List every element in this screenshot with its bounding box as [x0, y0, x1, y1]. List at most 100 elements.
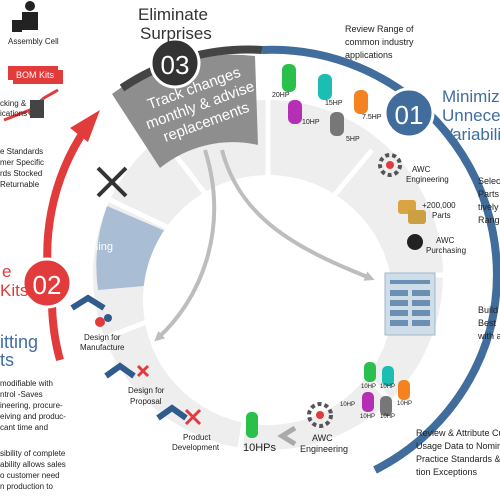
left-lower-10: n production to — [0, 482, 53, 491]
grey-arrow-left — [154, 149, 217, 342]
hp-bottom-6: 10HP — [380, 414, 396, 420]
dfp-label-2: Proposal — [130, 397, 162, 406]
pd-label-1: Product — [183, 433, 211, 442]
review-range-2: common industry — [345, 37, 414, 47]
stage3-badge — [149, 37, 201, 89]
dfp-label-1: Design for — [128, 386, 165, 395]
bottom-awc-2: Engineering — [300, 444, 349, 454]
stage3-number: 03 — [161, 50, 190, 80]
document-cells — [390, 280, 430, 326]
grey-arrow-right — [220, 149, 375, 281]
hp-label-7-5: 7.5HP — [362, 114, 382, 121]
ring-blue-arc-lower — [373, 328, 494, 474]
select-4: Range — [478, 215, 500, 225]
left-lower-2: ntrol -Saves — [0, 390, 43, 399]
awc-engineering-1: AWC — [412, 165, 431, 174]
hp-bottom-3: 10HP — [397, 401, 413, 407]
design-manufacture-icon — [95, 314, 112, 327]
stage2-badge — [21, 257, 73, 309]
build-2: Best — [478, 318, 497, 328]
hp-rollers-bottom — [246, 362, 410, 438]
hp-bottom-2: 10HP — [380, 384, 396, 390]
bottom-review-1: Review & Attribute Cu — [416, 428, 500, 438]
chevron-left-icon — [277, 425, 297, 447]
product-development-icon — [184, 408, 202, 426]
chevron-blue-1 — [70, 294, 106, 311]
stage3-title-1: Eliminate — [138, 5, 208, 24]
stage1-number: 01 — [395, 100, 424, 130]
left-upper-4: Returnable — [0, 180, 40, 189]
chevron-blue-2 — [104, 362, 136, 379]
ring-center-hole — [143, 175, 393, 425]
awc-purchasing-2: Purchasing — [426, 246, 467, 255]
build-3: with a — [478, 331, 500, 341]
review-range-3: applications — [345, 50, 393, 60]
stage2-label-2: Kits — [0, 281, 29, 300]
left-upper-3: rds Stocked — [0, 169, 43, 178]
money-bag-icon — [407, 234, 423, 250]
dfm-label-2: Manufacture — [80, 343, 125, 352]
select-2: Parts — [478, 189, 500, 199]
hp-bottom-4: 10HP — [340, 402, 356, 408]
left-lower-7: sibility of complete — [0, 449, 66, 458]
stage3-title-2: Surprises — [140, 24, 212, 43]
picking-1: cking & — [0, 99, 27, 108]
design-proposal-icon — [136, 364, 150, 378]
bottom-review-4: tion Exceptions — [416, 467, 478, 477]
picking-2: ications — [0, 109, 28, 118]
left-lower-3: ineering, procure- — [0, 401, 63, 410]
bom-kits-label: BOM Kits — [16, 70, 55, 80]
ring-blue-arc — [261, 45, 500, 331]
hp-bottom-5: 10HP — [360, 414, 376, 420]
stage1-heading-3: Variabili — [442, 125, 500, 144]
ring-red-arc-lower — [47, 299, 64, 362]
stage2-label-1: e — [2, 262, 12, 281]
select-3: tively — [478, 202, 499, 212]
left-lower-9: o customer need — [0, 471, 60, 480]
bottom-gear-icon — [307, 402, 333, 428]
stage2-heading-2: ts — [0, 350, 15, 370]
stage1-badge — [383, 87, 435, 139]
left-lower-5: cant time and — [0, 423, 49, 432]
stage2-heading-1: itting — [0, 332, 39, 352]
worker-icon — [12, 1, 38, 32]
stage3-grey-band — [112, 54, 258, 168]
bom-kits-tag — [13, 70, 63, 84]
red-arrow-head — [70, 110, 100, 142]
bottom-review-2: Usage Data to Nomin — [416, 441, 500, 451]
hp-rollers-top — [282, 64, 368, 136]
stage1-heading-2: Unneces — [442, 106, 500, 125]
left-lower-4: eiving and produc- — [0, 412, 66, 421]
parts-count-2: Parts — [432, 211, 451, 220]
left-lower-8: ability allows sales — [0, 460, 66, 469]
awc-purchasing-1: AWC — [436, 236, 455, 245]
purchasing-money-icon — [84, 218, 94, 230]
building-icon — [30, 100, 44, 118]
select-1: Selec — [478, 176, 500, 186]
assembly-cell-label: Assembly Cell — [8, 37, 59, 46]
chevron-blue-3 — [156, 404, 188, 421]
left-upper-2: mer Specific — [0, 158, 45, 167]
bottom-review-3: Practice Standards & — [416, 454, 500, 464]
bottom-awc-1: AWC — [312, 433, 333, 443]
pd-label-2: Development — [172, 443, 220, 452]
review-range-1: Review Range of — [345, 24, 414, 34]
left-lower-1: modifiable with — [0, 379, 53, 388]
gear-icon — [378, 153, 402, 177]
build-1: Build — [478, 305, 499, 315]
left-upper-1: e Standards — [0, 147, 44, 156]
stage1-heading-1: Minimize — [442, 87, 500, 106]
hp-label-15: 15HP — [325, 100, 343, 107]
hp-bottom-1: 10HP — [361, 384, 377, 390]
parts-count-1: +200,000 — [422, 201, 456, 210]
hp-label-10: 10HP — [302, 119, 320, 126]
hp-label-20: 20HP — [272, 92, 290, 99]
coins-icon — [398, 200, 426, 224]
awc-engineering-2: Engineering — [406, 175, 449, 184]
hp-label-5: 5HP — [346, 136, 360, 143]
wrench-cross-icon — [96, 166, 128, 198]
ten-hps-label: 10HPs — [243, 442, 277, 454]
stage2-number: 02 — [33, 270, 62, 300]
purchasing-label: Purchasing — [58, 241, 114, 253]
